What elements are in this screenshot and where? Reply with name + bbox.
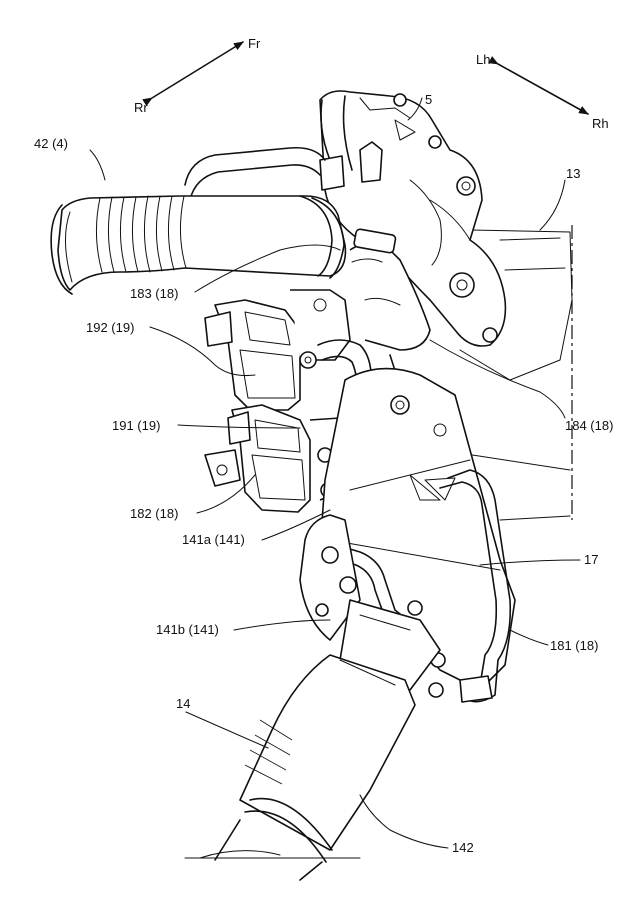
label-181: 181 (18)	[550, 638, 598, 653]
egr-tube-181	[317, 469, 512, 703]
catalytic-converter	[184, 654, 416, 881]
egr-actuator-192	[204, 289, 351, 411]
label-14: 14	[176, 696, 190, 711]
direction-label-lh: Lh	[476, 52, 490, 67]
label-17: 17	[584, 552, 598, 567]
direction-label-fr: Fr	[248, 36, 261, 51]
label-183: 183 (18)	[130, 286, 178, 301]
label-141b: 141b (141)	[156, 622, 219, 637]
breather-hose	[184, 146, 326, 201]
label-191: 191 (19)	[112, 418, 160, 433]
label-184: 184 (18)	[565, 418, 613, 433]
direction-indicator-lh-rh	[488, 56, 589, 115]
label-192: 192 (19)	[86, 320, 134, 335]
intake-duct	[50, 195, 347, 295]
direction-label-rh: Rh	[592, 116, 609, 131]
label-42: 42 (4)	[34, 136, 68, 151]
label-141a: 141a (141)	[182, 532, 245, 547]
label-5: 5	[425, 92, 432, 107]
direction-label-rr: Rr	[134, 100, 148, 115]
throttle-body	[319, 90, 507, 347]
egr-pipe-183-184	[349, 228, 431, 351]
label-142: 142	[452, 840, 474, 855]
label-13: 13	[566, 166, 580, 181]
reference-labels: 42 (4) 5 13 183 (18) 192 (19) 184 (18) 1…	[34, 92, 613, 855]
label-182: 182 (18)	[130, 506, 178, 521]
direction-indicator-fr-rr	[142, 41, 244, 107]
leader-lines	[89, 97, 581, 849]
